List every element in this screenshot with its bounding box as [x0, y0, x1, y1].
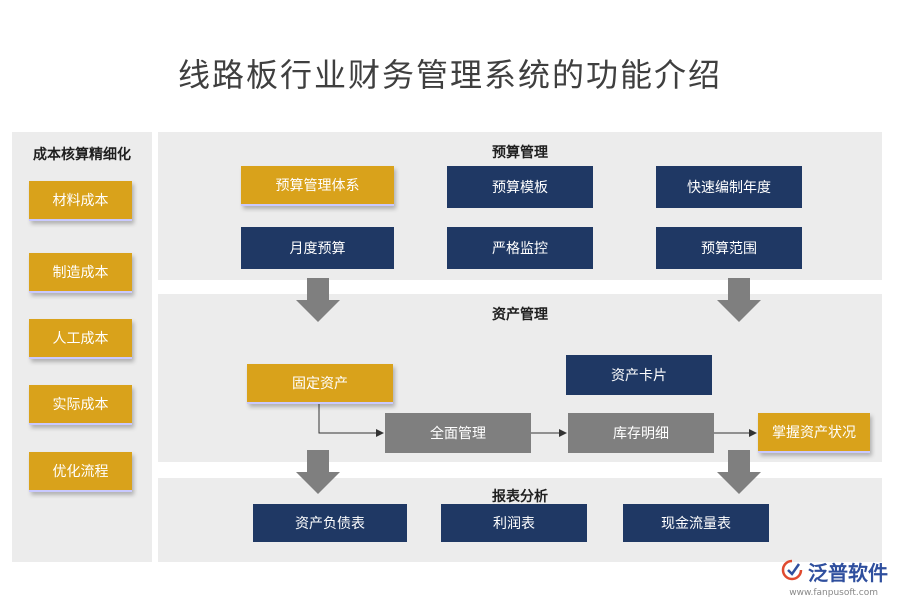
asset-card: 资产卡片	[566, 355, 712, 395]
report-profit: 利润表	[441, 504, 587, 542]
page-title: 线路板行业财务管理系统的功能介绍	[177, 56, 722, 94]
down-arrow-asset-left	[296, 450, 340, 494]
logo-name: 泛普软件	[808, 561, 888, 585]
asset-fixed: 固定资产	[247, 364, 393, 404]
budget-monitor: 严格监控	[447, 227, 593, 269]
cost-item-labor: 人工成本	[29, 319, 132, 359]
down-arrow-budget-right	[717, 278, 761, 322]
asset-inventory: 库存明细	[568, 413, 714, 453]
asset-panel-title: 资产管理	[492, 307, 548, 323]
budget-template: 预算模板	[447, 166, 593, 208]
logo-icon	[780, 558, 804, 586]
asset-overall: 全面管理	[385, 413, 531, 453]
cost-panel-title: 成本核算精细化	[33, 147, 131, 163]
down-arrow-budget-left	[296, 278, 340, 322]
budget-annual: 快速编制年度	[656, 166, 802, 208]
cost-item-manufacturing: 制造成本	[29, 253, 132, 293]
asset-status: 掌握资产状况	[758, 413, 870, 453]
budget-system: 预算管理体系	[241, 166, 394, 206]
connector-fixed-to-overall	[318, 404, 384, 437]
budget-monthly: 月度预算	[241, 227, 394, 269]
cost-item-actual: 实际成本	[29, 385, 132, 425]
budget-scope: 预算范围	[656, 227, 802, 269]
down-arrow-asset-right	[717, 450, 761, 494]
cost-item-material: 材料成本	[29, 181, 132, 221]
budget-panel-title: 预算管理	[492, 145, 548, 161]
report-cashflow: 现金流量表	[623, 504, 769, 542]
logo-url: www.fanpusoft.com	[789, 588, 878, 598]
report-panel-title: 报表分析	[492, 489, 548, 505]
report-balance: 资产负债表	[253, 504, 407, 542]
brand-logo: 泛普软件	[780, 557, 888, 586]
cost-item-optimize: 优化流程	[29, 452, 132, 492]
